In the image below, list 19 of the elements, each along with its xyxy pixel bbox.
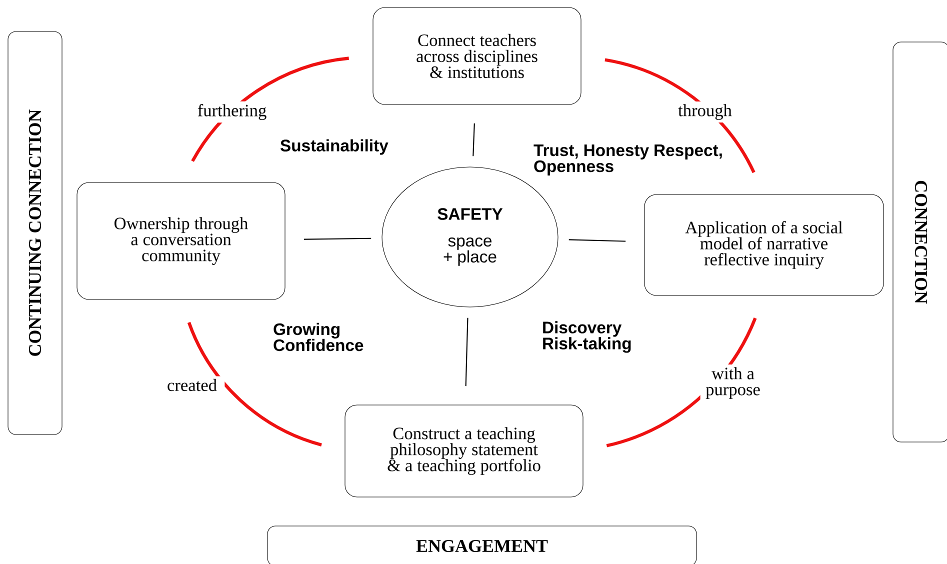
value-label: Growing Confidence [274, 322, 364, 352]
value-label: Sustainability [280, 139, 388, 155]
process-box: Application of a social model of narrative reflective inquiry [644, 194, 884, 296]
arc-connector [187, 322, 322, 446]
bottom-band: ENGAGEMENT [267, 526, 697, 564]
spoke-line [465, 318, 468, 386]
edge-label: furthering [194, 101, 270, 123]
spoke-line [304, 238, 372, 240]
side-band: CONNECTION [892, 42, 947, 442]
side-band: CONTINUING CONNECTION [8, 31, 62, 435]
process-box: Connect teachers across disciplines & institutions [372, 7, 582, 105]
spoke-line [472, 123, 475, 156]
edge-label: through [672, 101, 738, 123]
process-box: Construct a teaching philosophy statement & a teaching portfolio [344, 404, 584, 498]
edge-label: created [159, 376, 225, 394]
edge-label: with a purpose [700, 364, 766, 402]
spoke-line [568, 239, 626, 242]
value-label: Discovery Risk-taking [543, 321, 631, 353]
process-box: Ownership through a conversation community [76, 182, 286, 300]
